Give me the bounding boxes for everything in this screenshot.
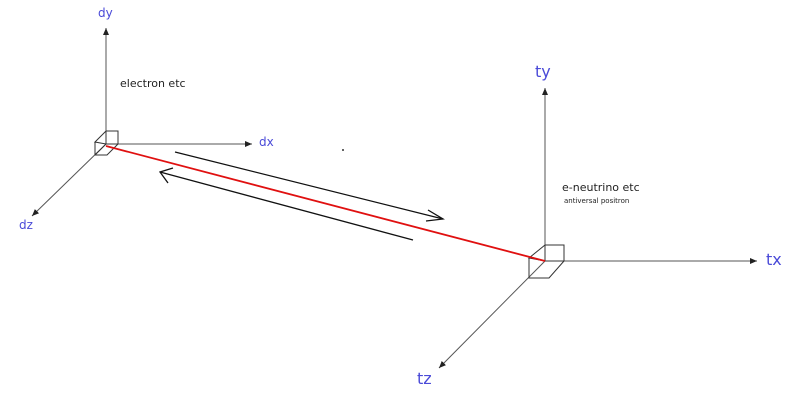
red-connection-line — [105, 145, 546, 262]
forward-arrow — [174, 151, 445, 222]
left-frame-axes — [31, 28, 252, 217]
left-cube — [93, 130, 119, 156]
tz-axis — [438, 260, 546, 369]
ty-label: ty — [535, 62, 551, 81]
dx-label: dx — [259, 135, 274, 149]
neutrino-caption: e-neutrino etc — [562, 181, 640, 194]
dz-axis — [31, 143, 107, 217]
electron-caption: electron etc — [120, 77, 186, 90]
dot — [342, 149, 344, 151]
right-frame-axes — [438, 88, 757, 369]
tz-label: tz — [417, 369, 432, 388]
backward-arrow — [158, 167, 414, 241]
dz-label: dz — [19, 218, 33, 232]
dy-label: dy — [98, 6, 113, 20]
tx-label: tx — [766, 250, 782, 269]
right-cube — [527, 244, 565, 279]
positron-subcaption: antiversal positron — [564, 197, 630, 205]
